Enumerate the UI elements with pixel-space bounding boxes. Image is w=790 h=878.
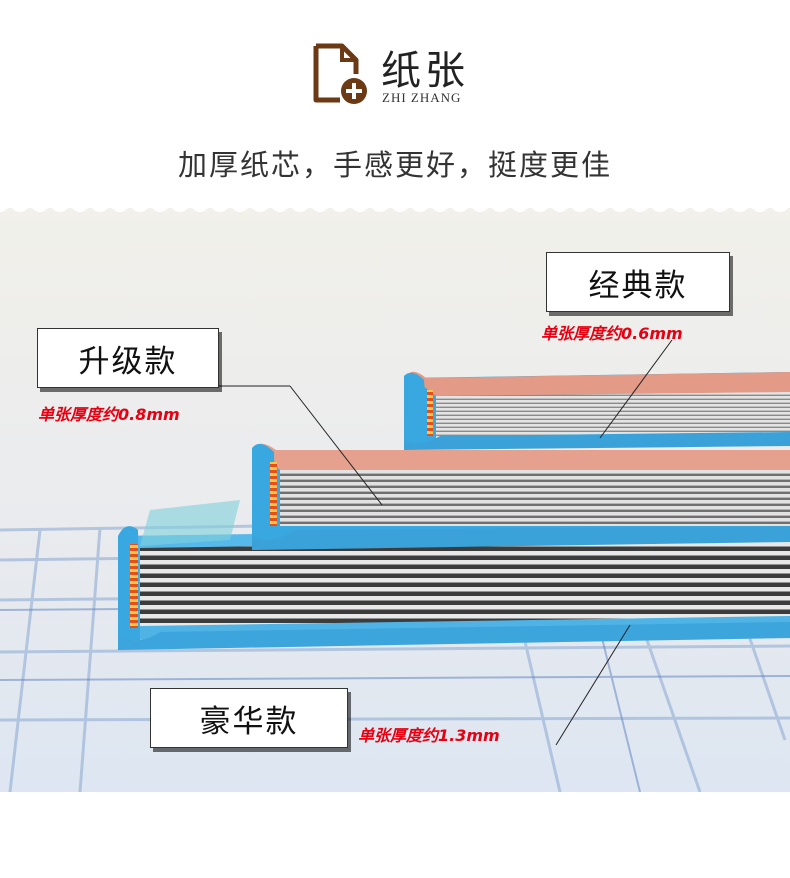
spec-deluxe: 单张厚度约1.3mm (358, 726, 500, 745)
bottom-margin (0, 792, 790, 878)
spec-classic: 单张厚度约0.6mm (541, 324, 683, 343)
section-title: 纸张 (381, 48, 469, 94)
section-subtitle: ZHI ZHANG (382, 90, 462, 105)
label-classic: 经典款 (546, 252, 730, 312)
spec-upgrade: 单张厚度约0.8mm (38, 405, 180, 424)
label-deluxe: 豪华款 (150, 688, 348, 748)
header: 纸张 ZHI ZHANG 加厚纸芯，手感更好，挺度更佳 (0, 0, 790, 210)
tagline: 加厚纸芯，手感更好，挺度更佳 (177, 148, 612, 182)
label-upgrade: 升级款 (37, 328, 219, 388)
document-plus-icon (313, 43, 367, 104)
